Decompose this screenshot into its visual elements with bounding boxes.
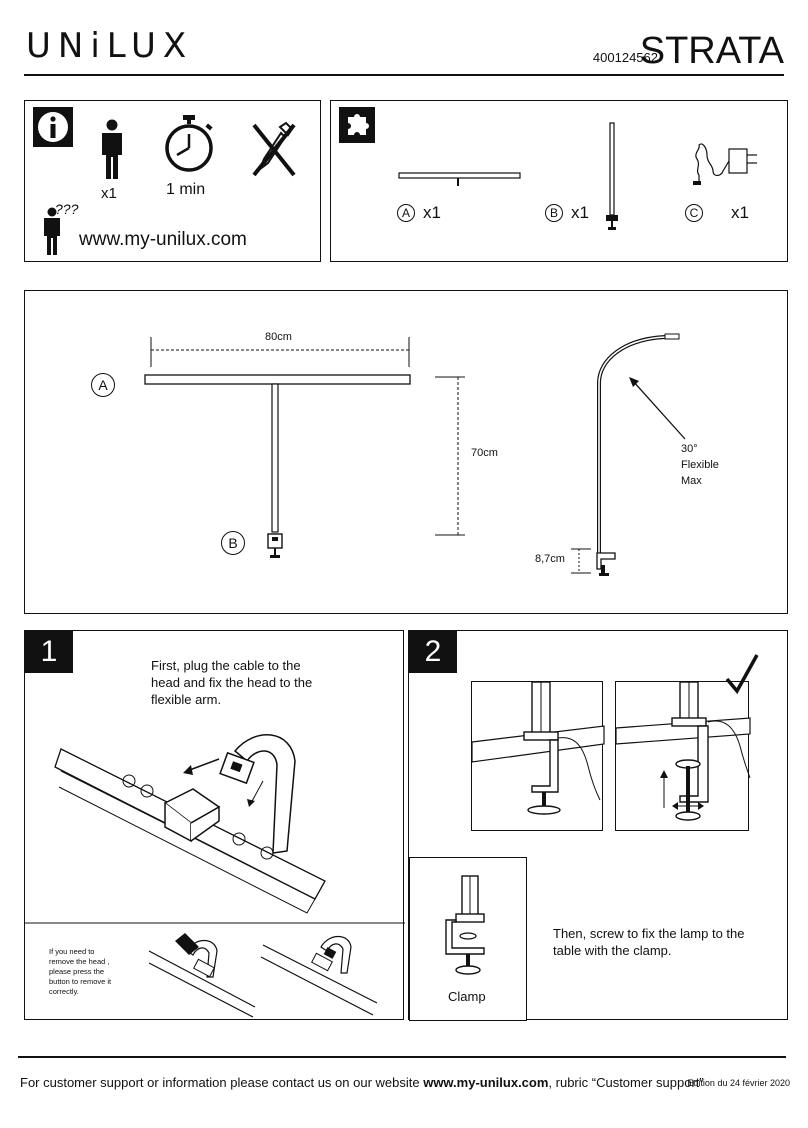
puzzle-icon <box>339 107 375 143</box>
person-icon <box>102 119 122 179</box>
step1-illustration <box>25 734 405 1018</box>
step1-box: 1 First, plug the cable to the head and … <box>24 630 405 1020</box>
persons-count: x1 <box>101 185 117 202</box>
flex-note: 30° Flexible Max <box>681 441 719 489</box>
label-b: B <box>221 531 245 555</box>
part-b-label: B x1 <box>545 203 589 223</box>
clamp-tight-panel <box>615 681 751 831</box>
step2-instruction: Then, screw to fix the lamp to the table… <box>553 926 745 958</box>
part-c-adapter-drawing <box>693 143 757 185</box>
checkmark-icon <box>725 654 759 695</box>
clamp-loose-panel <box>471 681 605 831</box>
dimension-drawing <box>144 333 686 576</box>
product-reference: 400124562 <box>592 50 658 65</box>
step2-badge: 2 <box>409 631 457 673</box>
flex-angle: 30° <box>681 443 698 455</box>
step1-badge: 1 <box>25 631 73 673</box>
dimensions-box: A B 80cm 70cm 30° Flexible Max 8,7cm <box>24 290 788 614</box>
header-divider <box>24 74 784 76</box>
clamp-tight-drawing <box>615 681 751 821</box>
part-c-letter: C <box>685 204 703 222</box>
part-b-qty: x1 <box>571 203 589 222</box>
part-a-drawing <box>398 172 521 186</box>
part-a-letter: A <box>397 204 415 222</box>
parts-box: A x1 B x1 C x1 <box>330 100 788 262</box>
part-c-label: C x1 <box>685 203 749 223</box>
step2-box: 2 <box>408 630 788 1021</box>
stopwatch-icon <box>165 115 213 172</box>
clamp-height-dimension: 8,7cm <box>535 553 565 565</box>
part-b-letter: B <box>545 204 563 222</box>
info-icon <box>33 107 73 147</box>
support-text: For customer support or information plea… <box>20 1075 704 1090</box>
width-dimension: 80cm <box>265 331 292 343</box>
support-website-link[interactable]: www.my-unilux.com <box>423 1075 549 1090</box>
info-box: x1 1 min ??? www.my-unilux.com <box>24 100 321 262</box>
no-tools-icon <box>252 121 296 177</box>
part-a-qty: x1 <box>423 203 441 222</box>
footer-divider <box>18 1056 786 1058</box>
help-marks: ??? <box>55 201 79 217</box>
step1-instruction: First, plug the cable to the head and fi… <box>151 658 313 707</box>
flex-label: Flexible <box>681 459 719 471</box>
part-a-label: A x1 <box>397 203 441 223</box>
question-person-icon <box>44 207 60 255</box>
label-a: A <box>91 373 115 397</box>
clamp-detail-panel: Clamp <box>409 857 527 1021</box>
assembly-time: 1 min <box>166 181 206 198</box>
height-dimension: 70cm <box>471 447 498 459</box>
brand-logo: UNiLUX <box>26 26 194 66</box>
part-c-qty: x1 <box>731 203 749 222</box>
clamp-label: Clamp <box>448 989 486 1004</box>
clamp-loose-drawing <box>471 681 605 815</box>
website-link[interactable]: www.my-unilux.com <box>79 229 247 250</box>
flex-max: Max <box>681 475 702 487</box>
edition-date: Edition du 24 février 2020 <box>687 1078 790 1088</box>
clamp-detail-drawing <box>445 875 485 975</box>
part-b-drawing <box>606 122 618 230</box>
product-model: STRATA <box>639 30 784 72</box>
remove-head-note: If you need to remove the head , please … <box>49 947 112 996</box>
